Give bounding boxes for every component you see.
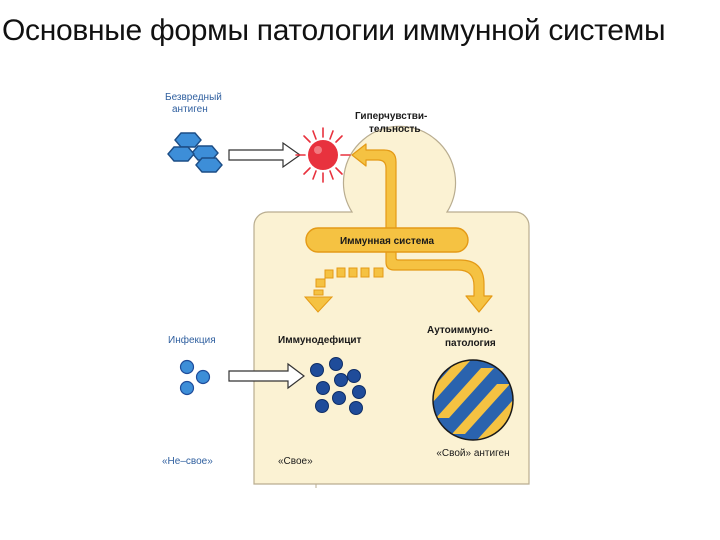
harmless-antigen-label-line1: Безвредный <box>165 92 222 103</box>
slide-title: Основные формы патологии иммунной систем… <box>2 14 666 47</box>
hexagon-antigen-icon <box>167 132 223 173</box>
self-antigen-label: «Свой» антиген <box>436 448 509 459</box>
self-label: «Свое» <box>278 456 313 467</box>
hypersensitivity-label-line1: Гиперчувстви- <box>355 111 427 122</box>
infection-arrow <box>228 362 305 390</box>
harmless-antigen-label-line2: антиген <box>172 104 208 115</box>
striped-self-antigen-icon <box>432 359 514 441</box>
autoimmune-arrow <box>385 247 493 313</box>
hypersensitivity-arrow <box>351 143 397 235</box>
burst-red-cell-icon <box>295 127 351 183</box>
immune-system-label: Иммунная система <box>340 236 435 247</box>
autoimmune-label-line2: патология <box>445 338 496 349</box>
blue-cells-icon <box>310 357 366 415</box>
hypersensitivity-label-line2: тельность <box>369 124 421 135</box>
not-self-label: «Не–свое» <box>162 456 213 467</box>
autoimmune-label-line1: Аутоиммуно- <box>427 325 493 336</box>
infection-dots-icon <box>179 359 211 396</box>
immunodeficiency-dashed-arrow <box>303 267 384 313</box>
immunodeficiency-label: Иммунодефицит <box>278 334 362 346</box>
infection-label: Инфекция <box>168 334 216 346</box>
antigen-arrow <box>228 141 302 169</box>
immune-system-capsule <box>305 227 469 253</box>
